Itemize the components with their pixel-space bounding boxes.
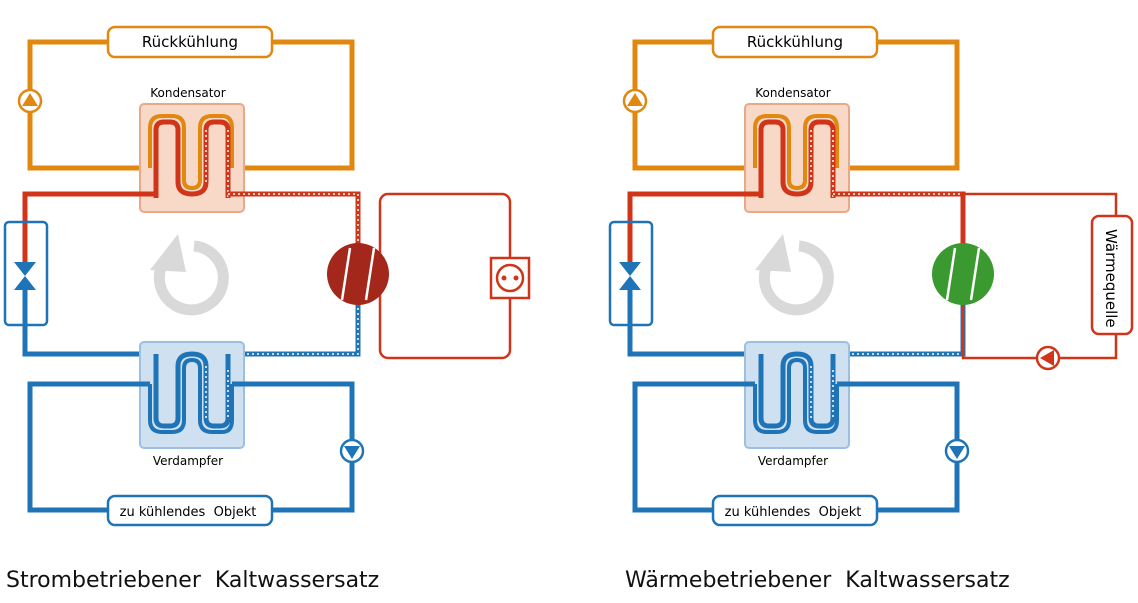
power-supply-loop bbox=[378, 192, 531, 360]
electric-compressor-icon bbox=[327, 243, 389, 305]
condenser-label: Kondensator bbox=[150, 86, 225, 100]
evaporator-label: Verdampfer bbox=[758, 454, 828, 468]
cooled-object-label: zu kühlendes Objekt bbox=[725, 505, 862, 520]
thermal-chiller: Rückkühlung Kondensator Verdampfer zu kü… bbox=[610, 27, 1134, 593]
condenser-label: Kondensator bbox=[755, 86, 830, 100]
heat-source-label: Wärmequelle bbox=[1102, 229, 1120, 328]
power-socket-icon bbox=[489, 256, 531, 300]
heat-source-pump-icon bbox=[1035, 345, 1061, 371]
evaporator-label: Verdampfer bbox=[153, 454, 223, 468]
caption-thermal-chiller: Wärmebetriebener Kaltwassersatz bbox=[625, 568, 1010, 593]
cooled-object-label: zu kühlendes Objekt bbox=[120, 505, 257, 520]
thermal-compressor-icon bbox=[932, 243, 994, 305]
electric-chiller: Rückkühlung Kondensator Verdampfer zu kü… bbox=[5, 27, 531, 593]
recooling-label: Rückkühlung bbox=[142, 33, 238, 51]
recooling-label: Rückkühlung bbox=[747, 33, 843, 51]
caption-electric-chiller: Strombetriebener Kaltwassersatz bbox=[6, 568, 379, 593]
heat-source-loop bbox=[961, 192, 1134, 371]
